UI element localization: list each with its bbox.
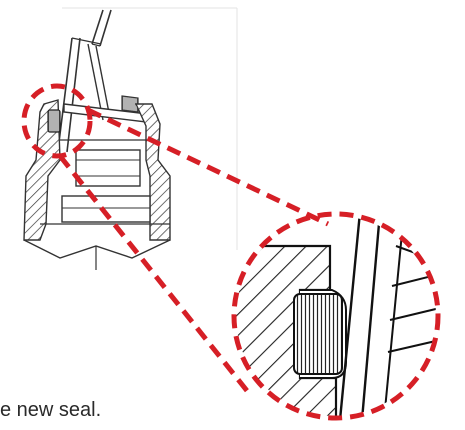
callout-connector-bottom <box>58 154 250 394</box>
zoom-stem <box>338 216 436 416</box>
zoom-detail <box>236 216 436 416</box>
callout-small-circle <box>21 83 93 159</box>
seal-enlarged <box>293 293 343 375</box>
seal-small <box>47 109 61 133</box>
valve-cutaway-drawing <box>23 7 238 270</box>
caption-text: e new seal. <box>0 399 102 421</box>
lever-rod <box>57 9 112 153</box>
left-body-wall <box>23 99 61 241</box>
zoom-callout <box>21 83 441 421</box>
callout-connector-top <box>86 107 330 227</box>
callout-large-circle <box>231 211 441 421</box>
